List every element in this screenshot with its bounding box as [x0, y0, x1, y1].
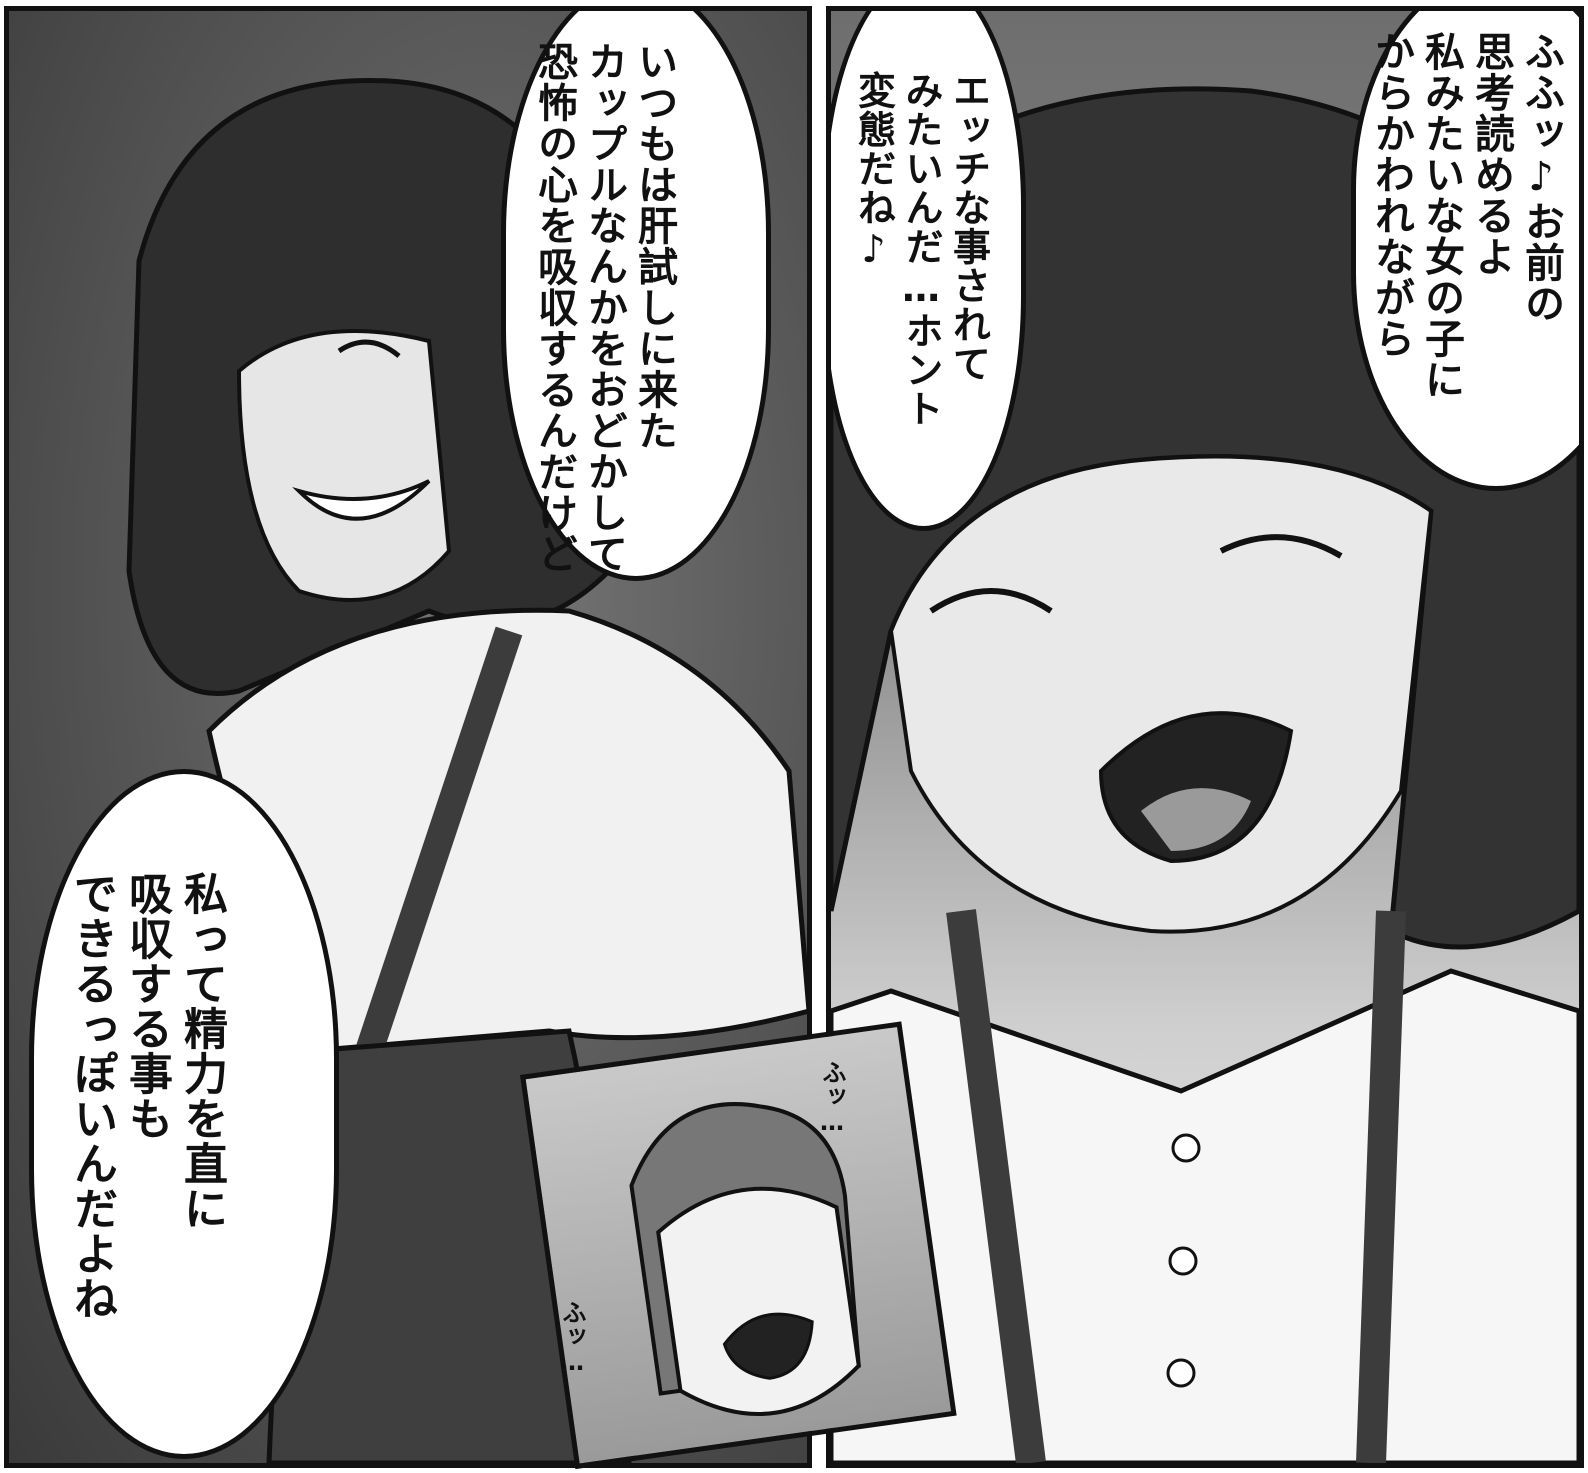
left-character-illustration	[126, 78, 807, 1463]
speech-line: エッチな事されて	[946, 71, 991, 383]
inset-panel	[520, 1021, 957, 1470]
speech-line: 私って精力を直に	[176, 871, 227, 1231]
speech-line: いつもは肝試しに来た	[631, 41, 677, 451]
speech-line: カップルなんかをおどかして	[581, 41, 627, 574]
speech-line: ふふッ♪お前の	[1518, 31, 1564, 324]
sfx-breath-top: ふッ…	[818, 1060, 846, 1136]
speech-line: 変態だね♪	[851, 71, 896, 272]
speech-line: みたいんだ…ホント	[899, 71, 943, 428]
speech-line: 私みたいな女の子に	[1418, 31, 1464, 400]
speech-text-bottom: 私って精力を直に 吸収する事も できるっぽいんだよね	[64, 871, 229, 1391]
speech-line: 吸収する事も	[121, 871, 172, 1141]
sfx-breath-bottom: ふッ…	[558, 1300, 586, 1376]
speech-text-second: エッチな事されて みたいんだ…ホント 変態だね♪	[849, 71, 992, 471]
speech-bubble-top	[501, 11, 771, 581]
left-panel: いつもは肝試しに来た カップルなんかをおどかして 恐怖の心を吸収するんだけど 私…	[4, 6, 812, 1468]
speech-line: 恐怖の心を吸収するんだけど	[531, 41, 577, 574]
speech-text-top: いつもは肝試しに来た カップルなんかをおどかして 恐怖の心を吸収するんだけど	[529, 41, 679, 581]
speech-bubble-second	[831, 11, 1026, 531]
speech-bubble-bottom	[29, 769, 339, 1459]
boy-face-illustration	[629, 1102, 861, 1416]
speech-line: 思考読めるよ	[1468, 31, 1514, 277]
speech-text-first: ふふッ♪お前の 思考読めるよ 私みたいな女の子に からかわれながら	[1366, 31, 1566, 451]
speech-line: できるっぽいんだよね	[66, 871, 117, 1321]
right-panel: ふふッ♪お前の 思考読めるよ 私みたいな女の子に からかわれながら エッチな事さ…	[826, 6, 1584, 1468]
speech-line: からかわれながら	[1368, 31, 1414, 359]
speech-bubble-first	[1351, 11, 1579, 491]
